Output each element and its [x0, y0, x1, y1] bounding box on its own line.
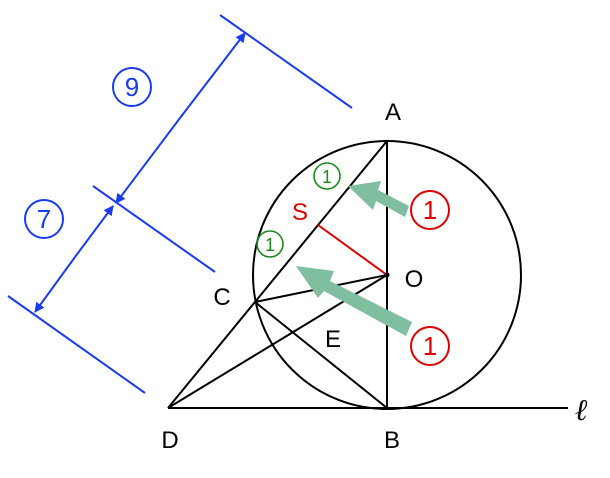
ratio-mark-green-lower: 1 [256, 230, 284, 258]
dimension-extension-middle [92, 185, 216, 273]
green-arrow-upper [348, 181, 409, 217]
label-A: A [385, 99, 401, 126]
dimension-extension-bottom [7, 295, 146, 394]
ratio-mark-green-upper: 1 [313, 162, 341, 190]
dimension-arrow-upper-end [115, 117, 181, 204]
segment-SO [317, 224, 388, 276]
ratio-mark-red-lower: 1 [410, 326, 450, 366]
segment-CB [254, 301, 388, 409]
svg-text:1: 1 [322, 167, 332, 187]
label-B: B [384, 427, 400, 454]
svg-text:1: 1 [423, 195, 437, 225]
dimension-extension-top [219, 14, 353, 109]
green-arrow-lower [296, 266, 412, 336]
label-E: E [325, 326, 341, 353]
dimension-arrow-lower-end [34, 256, 76, 313]
svg-text:1: 1 [423, 331, 437, 361]
dimension-arrow-upper-start [179, 32, 246, 119]
svg-text:9: 9 [125, 72, 139, 102]
label-C: C [213, 284, 230, 311]
label-O: O [405, 266, 424, 293]
svg-text:7: 7 [37, 204, 51, 234]
point-O-dot [384, 272, 390, 278]
dimension-arrow-lower-start [74, 205, 114, 258]
dimension-label-upper: 9 [112, 67, 152, 107]
label-S: S [292, 199, 308, 226]
label-D: D [161, 427, 178, 454]
label-line-l: ℓ [575, 394, 588, 427]
dimension-label-lower: 7 [24, 199, 64, 239]
ratio-mark-red-upper: 1 [410, 190, 450, 230]
segment-DA [167, 140, 388, 409]
svg-text:1: 1 [265, 235, 275, 255]
